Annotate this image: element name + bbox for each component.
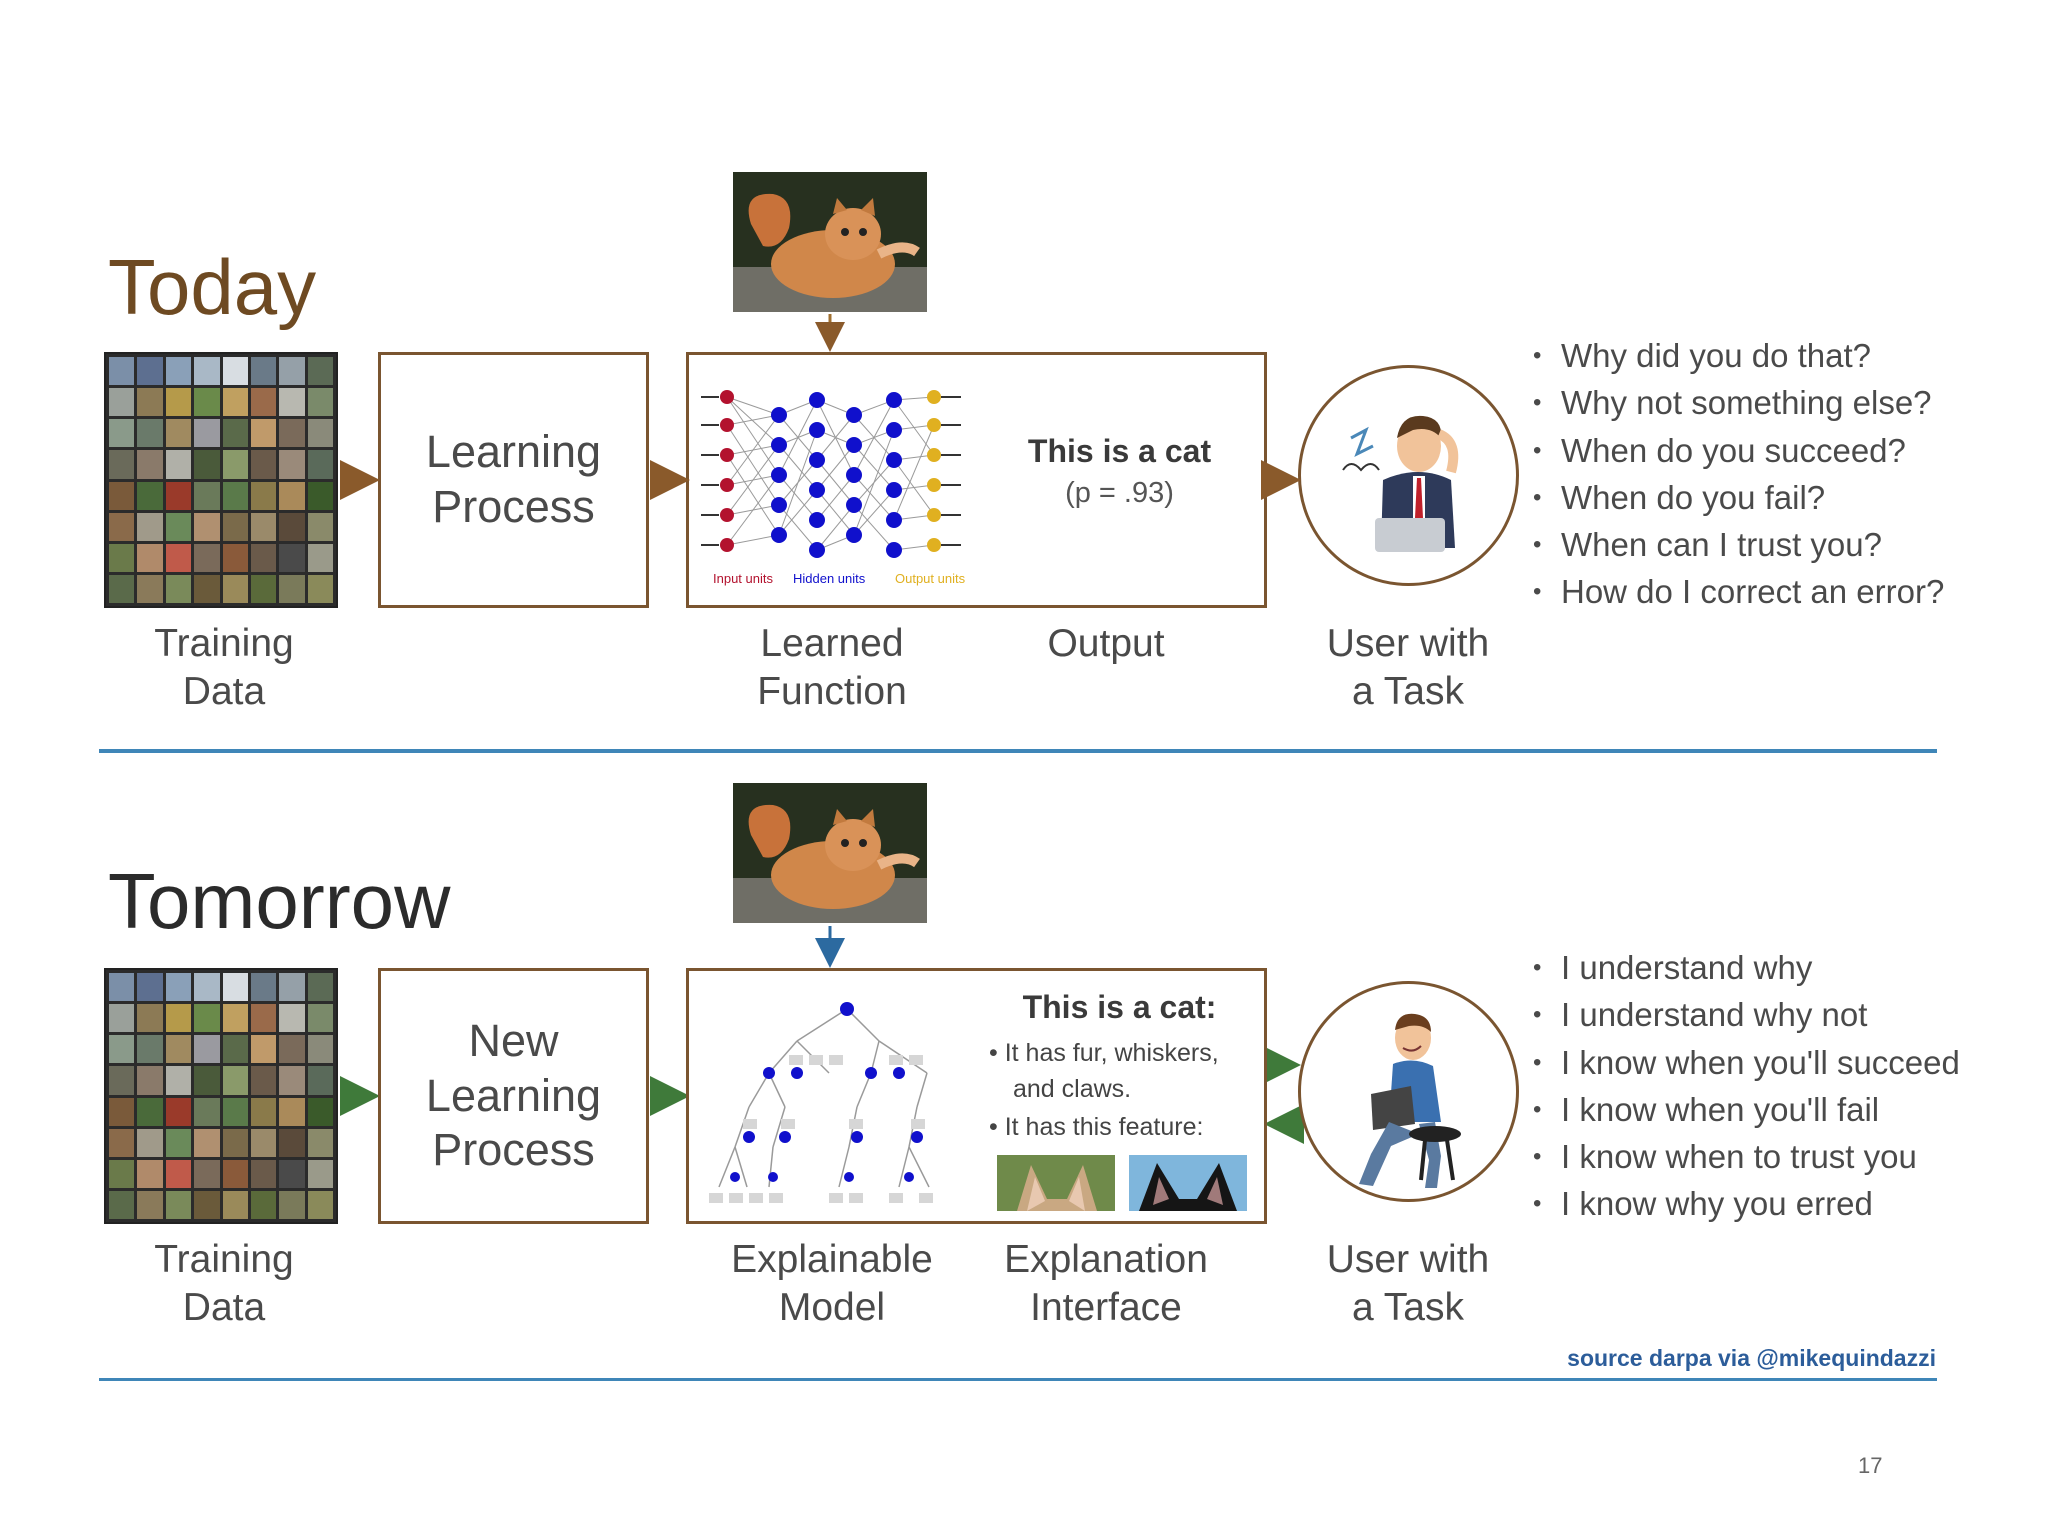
box-line: Learning <box>425 426 602 478</box>
explanation-line: • It has fur, whiskers, <box>989 1039 1219 1067</box>
caption-line: Data <box>182 1286 266 1330</box>
caption-line: Function <box>757 670 907 714</box>
explainable-model-caption: Explainable Model <box>722 1236 942 1333</box>
explanation-text: It has this feature: <box>1004 1113 1204 1141</box>
explanation-bullet-2: • It has this feature: <box>989 1113 1204 1141</box>
learned-function-box: Input units Hidden units Output units <box>686 352 978 608</box>
output-text: This is a cat <box>1027 433 1212 469</box>
happy-user-avatar <box>1298 981 1519 1202</box>
nn-output-label: Output units <box>895 571 966 586</box>
explanation-interface-caption: Explanation Interface <box>996 1236 1216 1333</box>
box-line: Process <box>432 481 595 532</box>
box-line: New <box>468 1014 559 1066</box>
source-credit: source darpa via @mikequindazzi <box>1567 1345 1936 1371</box>
nn-hidden-label: Hidden units <box>793 571 866 586</box>
explainable-tree-diagram <box>709 1002 933 1203</box>
explanation-bullet-1: • It has fur, whiskers, and claws. <box>989 1035 1219 1107</box>
new-learning-process-box: New Learning Process <box>378 968 649 1224</box>
output-box: This is a cat (p = .93) <box>975 352 1267 608</box>
output-probability: (p = .93) <box>1065 477 1174 509</box>
learned-function-caption: Learned Function <box>732 620 932 717</box>
question-item: Why did you do that? <box>1533 332 1944 379</box>
question-item: When can I trust you? <box>1533 521 1944 568</box>
user-caption-tomorrow: User with a Task <box>1308 1236 1508 1333</box>
question-item: When do you fail? <box>1533 474 1944 521</box>
cat-photo-tomorrow <box>733 783 927 923</box>
user-caption-today: User with a Task <box>1308 620 1508 717</box>
question-item: When do you succeed? <box>1533 427 1944 474</box>
explanation-title: This is a cat: <box>1022 989 1217 1025</box>
tomorrow-heading: Tomorrow <box>108 857 451 945</box>
cat-photo-today <box>733 172 927 312</box>
output-caption: Output <box>1047 622 1165 665</box>
caption-line: Learned <box>760 622 904 665</box>
explanation-interface-box: This is a cat: • It has fur, whiskers, a… <box>975 968 1267 1224</box>
explanation-text: It has fur, whiskers, <box>1004 1039 1219 1067</box>
caption-line: Training <box>154 1238 294 1281</box>
statement-item: I know why you erred <box>1533 1180 1960 1227</box>
caption-line: Interface <box>1030 1286 1182 1330</box>
statement-item: I understand why not <box>1533 991 1960 1038</box>
statement-item: I know when you'll fail <box>1533 1086 1960 1133</box>
user-statements-list: I understand why I understand why not I … <box>1533 944 1960 1228</box>
caption-line: Model <box>778 1286 886 1330</box>
caption-line: User with <box>1326 622 1490 665</box>
today-heading: Today <box>108 243 317 331</box>
neural-network-diagram: Input units Hidden units Output units <box>701 390 966 586</box>
caption-line: Explainable <box>731 1238 933 1281</box>
training-caption-tomorrow: Training Data <box>124 1236 324 1333</box>
explanation-line: and claws. <box>1013 1075 1132 1103</box>
feature-image-cat-face <box>997 1155 1115 1211</box>
caption-line: User with <box>1326 1238 1490 1281</box>
learning-process-box-today: Learning Process <box>378 352 649 608</box>
caption-line: Data <box>182 670 266 714</box>
statement-item: I know when to trust you <box>1533 1133 1960 1180</box>
question-item: How do I correct an error? <box>1533 568 1944 615</box>
stressed-user-avatar <box>1298 365 1519 586</box>
statement-item: I know when you'll succeed <box>1533 1039 1960 1086</box>
training-data-grid-tomorrow <box>104 968 338 1224</box>
training-caption-today: Training Data <box>124 620 324 717</box>
statement-item: I understand why <box>1533 944 1960 991</box>
caption-line: Training <box>154 622 294 665</box>
page-number: 17 <box>1858 1453 1883 1478</box>
question-item: Why not something else? <box>1533 379 1944 426</box>
bottom-divider <box>99 1378 1937 1381</box>
section-divider <box>99 749 1937 753</box>
caption-line: Explanation <box>1004 1238 1208 1281</box>
user-questions-list: Why did you do that? Why not something e… <box>1533 332 1944 616</box>
nn-input-label: Input units <box>713 571 773 586</box>
caption-line: a Task <box>1351 670 1464 714</box>
box-line: Process <box>432 1124 595 1176</box>
feature-image-cat-ears <box>1129 1155 1247 1211</box>
explainable-model-box <box>686 968 978 1224</box>
box-line: Learning <box>425 1069 602 1121</box>
training-data-grid-today <box>104 352 338 608</box>
caption-line: a Task <box>1351 1286 1464 1330</box>
